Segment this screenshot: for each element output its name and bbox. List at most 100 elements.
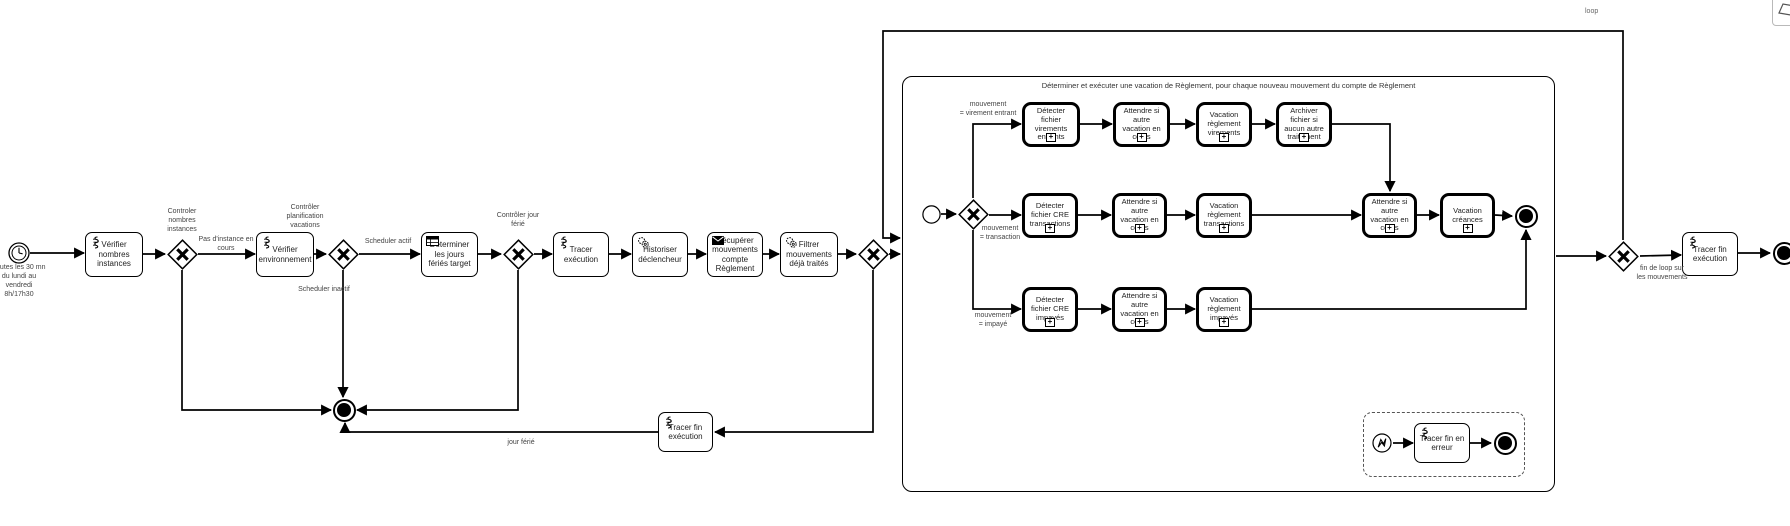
subprocess-plus-marker[interactable]: + <box>1134 224 1145 233</box>
lasso-tool-icon <box>1778 3 1790 16</box>
task-detecter-fichier-cre-impayes[interactable]: Détecter fichier CRE impayés+ <box>1022 287 1078 332</box>
flow-label-mouvement-transaction: mouvement = transaction <box>979 225 1021 242</box>
envelope-icon <box>712 236 724 245</box>
task-label: Historiser déclencheur <box>638 245 682 264</box>
task-label: Vacation règlement transactions <box>1204 201 1244 227</box>
table-icon <box>426 236 439 246</box>
subprocess-title: Déterminer et exécuter une vacation de R… <box>1041 81 1416 90</box>
task-detecter-fichier-cre-transactions[interactable]: Détecter fichier CRE transactions+ <box>1022 193 1078 238</box>
subprocess-plus-marker[interactable]: + <box>1046 133 1056 142</box>
flow-impayes-to-terminate[interactable] <box>1252 228 1532 310</box>
gear-icon <box>637 236 650 249</box>
gateway-controler-jour-ferie[interactable] <box>502 238 534 270</box>
task-vacation-reglement-virements[interactable]: Vacation règlement virements+ <box>1196 102 1252 147</box>
script-icon <box>261 236 272 249</box>
flow-label-jour-ferie: jour férié <box>507 439 535 446</box>
subprocess-determiner-vacation-reglement[interactable]: Déterminer et exécuter une vacation de R… <box>902 76 1555 492</box>
gateway-label-controler-jour-ferie: Contrôler jour férié <box>496 212 540 229</box>
timer-icon <box>8 242 30 264</box>
script-icon <box>558 236 569 249</box>
task-attendre-vacation-impayes[interactable]: Attendre si autre vacation en cours+ <box>1112 287 1167 332</box>
final-end-terminate-event[interactable] <box>1772 241 1790 265</box>
subprocess-plus-marker[interactable]: + <box>1219 133 1229 142</box>
flow-archiver-to-attendre[interactable] <box>1332 123 1396 193</box>
subprocess-plus-marker[interactable]: + <box>1045 224 1055 233</box>
gateway-split-mouvements[interactable] <box>857 238 889 270</box>
flow-label-fin-de-loop: fin de loop sur les mouvements <box>1636 265 1688 282</box>
subprocess-plus-marker[interactable]: + <box>1134 318 1145 327</box>
event-subprocess-erreur[interactable] <box>1363 412 1525 477</box>
task-attendre-vacation-creances[interactable]: Attendre si autre vacation en cours+ <box>1362 193 1417 238</box>
subprocess-plus-marker[interactable]: + <box>1045 318 1055 327</box>
task-label: Vérifier nombres instances <box>97 240 131 269</box>
flow-jour-ferie-terminate[interactable] <box>355 270 519 416</box>
task-label: Tracer fin exécution <box>1692 244 1728 263</box>
task-historiser-declencheur[interactable]: Historiser déclencheur <box>632 232 688 277</box>
gateway-label-controler-planification-vacations: Contrôler planification vacations <box>286 204 324 230</box>
terminate-icon <box>337 403 351 417</box>
subprocess-plus-marker[interactable]: + <box>1136 133 1147 142</box>
task-recuperer-mouvements-compte-reglement[interactable]: Récupérer mouvements compte Règlement <box>707 232 763 277</box>
task-tracer-fin-execution-droite[interactable]: Tracer fin exécution <box>1682 232 1738 276</box>
subprocess-start-event[interactable] <box>921 204 941 224</box>
gateway-type-mouvement[interactable] <box>957 198 989 230</box>
flow-mouvement-impaye[interactable] <box>972 230 1023 315</box>
flow-gateway-down-to-tracer-fin[interactable] <box>713 270 874 438</box>
flow-tracer-fin-to-terminate[interactable] <box>339 421 658 433</box>
script-icon <box>663 416 674 429</box>
gateway-controler-nombres-instances[interactable] <box>166 238 198 270</box>
task-label: Vacation créances <box>1452 205 1483 224</box>
subprocess-plus-marker[interactable]: + <box>1219 224 1229 233</box>
task-tracer-fin-en-erreur[interactable]: Tracer fin en erreur <box>1414 423 1470 463</box>
task-archiver-fichier-si-aucun-autre-traitement[interactable]: Archiver fichier si aucun autre traiteme… <box>1276 102 1332 147</box>
flow-label-scheduler-actif: Scheduler actif <box>364 238 412 245</box>
subprocess-plus-marker[interactable]: + <box>1462 224 1473 233</box>
task-label: Vérifier environnement <box>258 245 312 264</box>
task-label: Vacation règlement virements <box>1207 110 1241 136</box>
task-label: Filtrer mouvements déjà traités <box>786 240 832 269</box>
task-tracer-fin-execution-bas[interactable]: Tracer fin exécution <box>658 412 713 452</box>
error-icon <box>1372 433 1392 453</box>
terminate-icon <box>1498 436 1512 450</box>
task-label: Détecter fichier CRE impayés <box>1031 295 1069 321</box>
subprocess-end-terminate-event[interactable] <box>1514 204 1538 228</box>
task-label: Détecter fichier CRE transactions <box>1030 201 1070 227</box>
lasso-tool-button[interactable] <box>1772 0 1790 26</box>
flow-label-scheduler-inactif: Scheduler inactif <box>298 286 350 293</box>
gateway-fin-loop[interactable] <box>1607 240 1639 272</box>
gateway-controler-planification-vacations[interactable] <box>327 238 359 270</box>
subprocess-plus-marker[interactable]: + <box>1384 224 1395 233</box>
script-icon <box>1687 236 1698 249</box>
end-terminate-event-main[interactable] <box>332 398 356 422</box>
task-attendre-vacation-transactions[interactable]: Attendre si autre vacation en cours+ <box>1112 193 1167 238</box>
flow-label-pas-d-instance-en-cours: Pas d'instance en cours <box>198 236 254 253</box>
flow-fin-de-loop[interactable] <box>1639 249 1683 261</box>
task-filtrer-mouvements-deja-traites[interactable]: Filtrer mouvements déjà traités <box>780 232 838 277</box>
task-label: Tracer exécution <box>563 245 599 264</box>
timer-schedule-label: Toutes les 30 mn du lundi au vendredi 8h… <box>0 264 46 299</box>
flow-to-inner-terminate[interactable] <box>1494 209 1514 221</box>
error-start-event[interactable] <box>1372 433 1392 453</box>
terminate-icon <box>1519 209 1533 223</box>
task-verifier-environnement[interactable]: Vérifier environnement <box>256 232 314 277</box>
task-vacation-reglement-impayes[interactable]: Vacation règlement impayés+ <box>1196 287 1252 332</box>
task-vacation-reglement-transactions[interactable]: Vacation règlement transactions+ <box>1196 193 1252 238</box>
flow-loop[interactable] <box>882 30 1624 244</box>
task-vacation-creances[interactable]: Vacation créances+ <box>1440 193 1495 238</box>
task-verifier-nombres-instances[interactable]: Vérifier nombres instances <box>85 232 143 277</box>
gateway-label-controler-nombres-instances: Controler nombres instances <box>167 208 197 234</box>
task-detecter-fichier-virements-entrants[interactable]: Détecter fichier virements entrants+ <box>1022 102 1080 147</box>
subprocess-plus-marker[interactable]: + <box>1299 133 1309 142</box>
task-label: Tracer fin en erreur <box>1419 433 1465 452</box>
start-circle <box>921 204 941 224</box>
flow-mouvement-virement[interactable] <box>972 118 1023 198</box>
flow-instance-en-cours-terminate[interactable] <box>181 270 333 416</box>
error-end-terminate-event[interactable] <box>1493 431 1517 455</box>
task-determiner-jours-feries-target[interactable]: Déterminer les jours fériés target <box>421 232 478 277</box>
script-icon <box>1419 427 1430 440</box>
start-timer-event[interactable] <box>8 242 30 264</box>
task-tracer-execution[interactable]: Tracer exécution <box>553 232 609 277</box>
subprocess-plus-marker[interactable]: + <box>1219 318 1229 327</box>
task-attendre-vacation-virements[interactable]: Attendre si autre vacation en cours+ <box>1113 102 1170 147</box>
